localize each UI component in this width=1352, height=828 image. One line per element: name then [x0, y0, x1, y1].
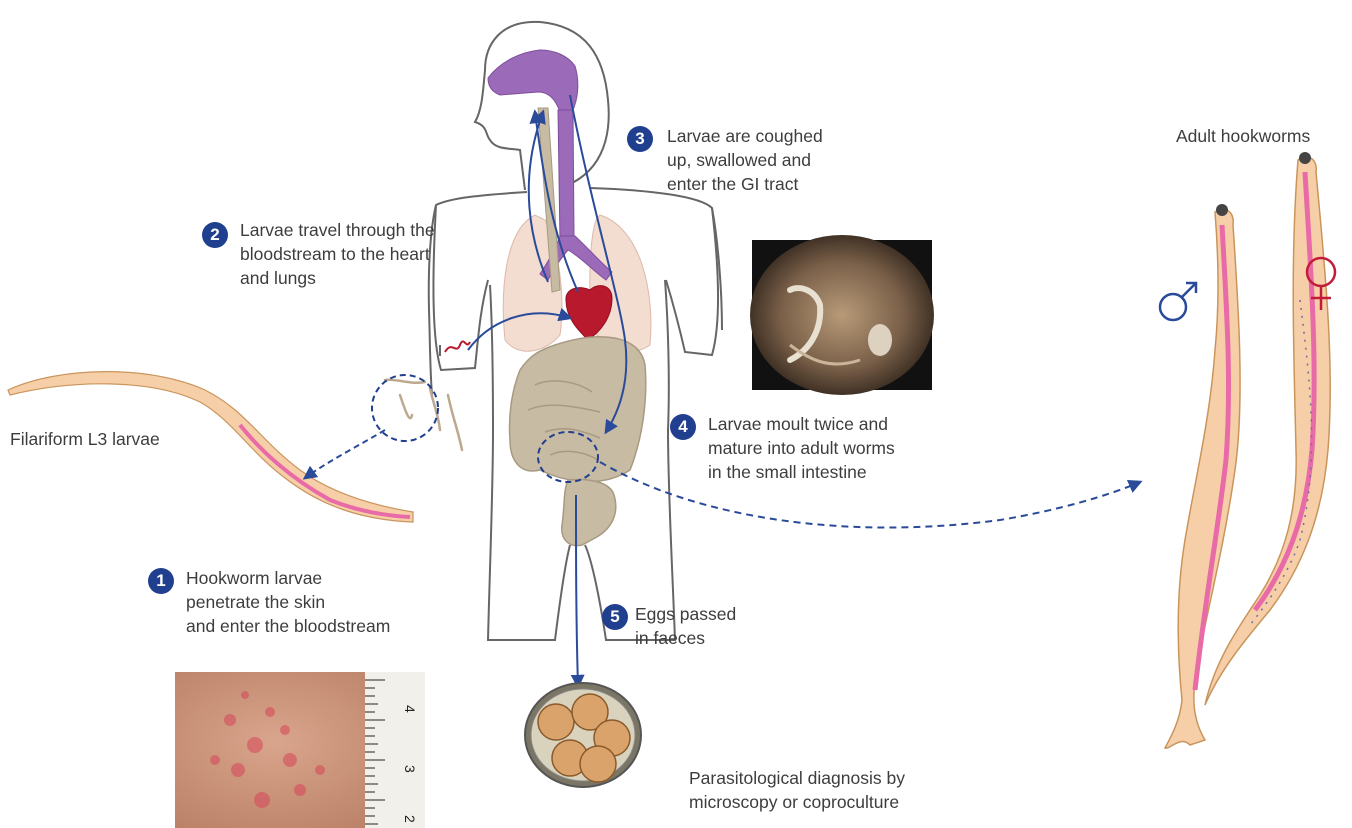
larva-skin-entry-icon: [445, 341, 470, 352]
larvae-label: Filariform L3 larvae: [10, 427, 240, 451]
male-symbol-icon: [1160, 283, 1196, 320]
ruler-tick-3: 3: [402, 765, 418, 773]
arrow-skin-to-larva: [305, 430, 385, 478]
endoscopy-photo: [750, 235, 934, 395]
step-3-text: Larvae are coughed up, swallowed and ent…: [667, 124, 887, 196]
step-5-text: Eggs passed in faeces: [635, 602, 795, 650]
step-1-text: Hookworm larvae penetrate the skin and e…: [186, 566, 486, 638]
adult-male-worm: [1165, 204, 1240, 748]
step-3-badge: 3: [627, 126, 653, 152]
diagnosis-label: Parasitological diagnosis by microscopy …: [689, 766, 989, 814]
ruler-tick-2: 2: [402, 815, 418, 823]
skin-rash-photo: 4 3 2: [175, 672, 425, 828]
step-5-badge: 5: [602, 604, 628, 630]
egg-microscopy: [525, 683, 641, 787]
lungs: [503, 215, 651, 351]
step-2-text: Larvae travel through the bloodstream to…: [240, 218, 500, 290]
adults-label: Adult hookworms: [1176, 124, 1346, 148]
step-4-badge: 4: [670, 414, 696, 440]
step-1-badge: 1: [148, 568, 174, 594]
step-2-badge: 2: [202, 222, 228, 248]
ruler-tick-4: 4: [402, 705, 418, 713]
step-4-text: Larvae moult twice and mature into adult…: [708, 412, 968, 484]
